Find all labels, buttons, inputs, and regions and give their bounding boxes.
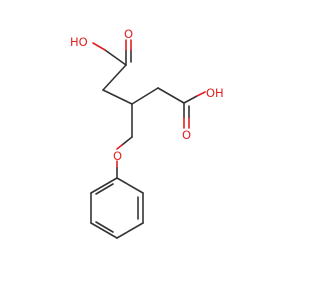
ring-bond-4 [90,222,118,239]
bond-c1-ch2 [102,64,127,91]
ring-bond-1 [116,177,144,194]
molecule-structure: HO O OH O O [70,27,224,239]
bond-c2-oh [183,95,198,104]
bond-ch2-ch [102,89,133,105]
bond-ch2-o-ether [121,136,133,146]
ring-double-3 [95,183,114,195]
ring-bond-6 [90,177,118,194]
bond-ch2-o-ether-o [116,144,123,150]
ring-double-2 [95,221,114,233]
atom-label-carbonyl-o-top: O [124,27,133,41]
bond-ch2-c2 [157,87,185,104]
atom-label-carbonyl-o-right: O [182,128,191,142]
atom-label-ether-o: O [113,149,122,163]
atom-label-hydroxyl-top: HO [70,35,88,49]
bond-c1-oh-o-part [92,42,106,51]
bond-c1-oh [104,49,127,66]
molecule-canvas: HO O OH O O [70,27,224,239]
benzene-ring [90,177,144,239]
bond-ch-ch2-right [131,87,159,105]
bond-c2-oh-o-part [196,91,206,97]
atom-label-hydroxyl-right: OH [206,86,224,100]
ring-bond-3 [116,222,144,239]
